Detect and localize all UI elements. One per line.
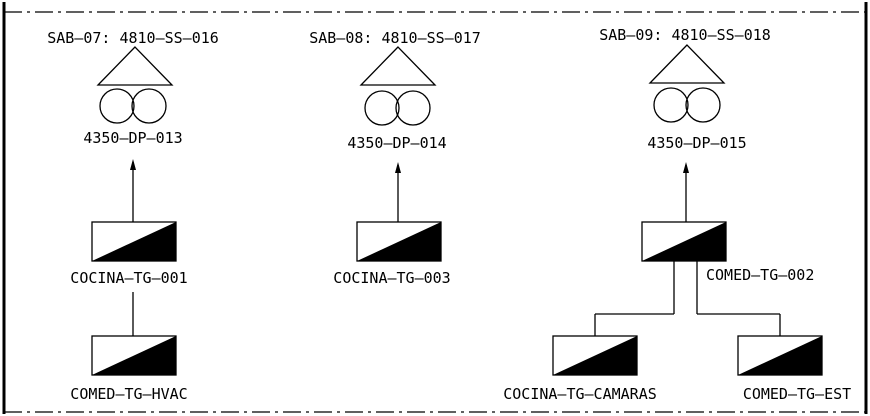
feeder-arrowhead	[130, 159, 136, 170]
transformer-triangle-symbol	[96, 46, 174, 86]
board-label: COMED–TG–002	[706, 266, 814, 284]
distribution-panel-label: 4350–DP–014	[347, 134, 446, 152]
switchboard-symbol	[737, 335, 823, 376]
transformer-triangle-symbol	[648, 44, 726, 84]
transformer-coil-right	[395, 90, 431, 126]
transformer-coil-left	[364, 90, 400, 126]
substation-header: SAB–09: 4810–SS–018	[599, 26, 771, 44]
board-label: COCINA–TG–001	[70, 269, 187, 287]
switchboard-symbol	[91, 221, 177, 262]
switchboard-symbol	[641, 221, 727, 262]
transformer-coil-left	[653, 87, 689, 123]
transformer-coil-right	[131, 88, 167, 124]
board-label: COMED–TG–HVAC	[70, 385, 187, 403]
board-label: COCINA–TG–003	[333, 269, 450, 287]
feeder-arrowhead	[683, 162, 689, 173]
switchboard-symbol	[552, 335, 638, 376]
transformer-coil-right	[685, 87, 721, 123]
distribution-panel-label: 4350–DP–015	[647, 134, 746, 152]
substation-sab09: SAB–09: 4810–SS–018 4350–DP–015 COMED–TG…	[503, 26, 851, 403]
substation-sab08: SAB–08: 4810–SS–017 4350–DP–014 COCINA–T…	[309, 29, 481, 287]
switchboard-symbol	[356, 221, 442, 262]
transformer-triangle-symbol	[359, 46, 437, 86]
substation-header: SAB–07: 4810–SS–016	[47, 29, 219, 47]
board-label: COCINA–TG–CAMARAS	[503, 385, 657, 403]
distribution-panel-label: 4350–DP–013	[83, 129, 182, 147]
switchboard-symbol	[91, 335, 177, 376]
feeder-arrowhead	[395, 162, 401, 173]
board-label: COMED–TG–EST	[743, 385, 851, 403]
substation-header: SAB–08: 4810–SS–017	[309, 29, 481, 47]
transformer-coil-left	[99, 88, 135, 124]
substation-sab07: SAB–07: 4810–SS–016 4350–DP–013 COCINA–T…	[47, 29, 219, 403]
